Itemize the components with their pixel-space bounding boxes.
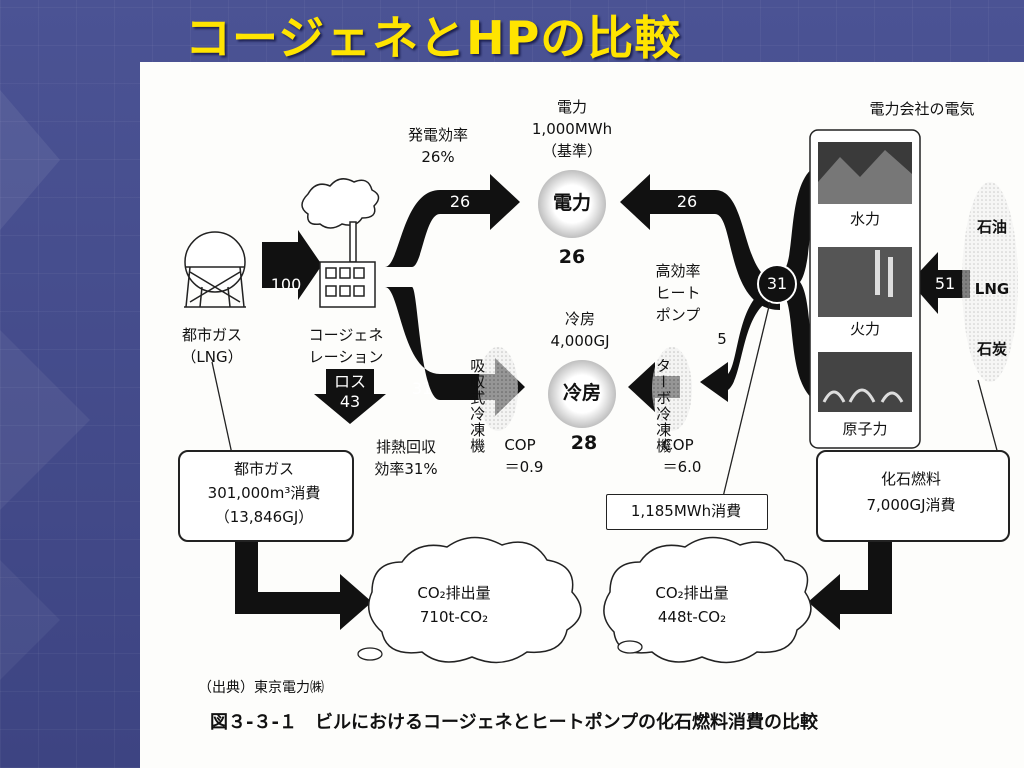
- cogeneration-plant-icon: [301, 178, 380, 308]
- hub-label: 31: [766, 274, 788, 293]
- heat-recovery-2: 効率31%: [374, 460, 438, 478]
- callout-fossil: [977, 379, 999, 455]
- arrow-cogen-cooling-label: 31: [411, 379, 433, 398]
- mwh-consumption-text: 1,185MWh消費: [630, 502, 742, 520]
- hp-label-3: ポンプ: [655, 306, 701, 324]
- hp-label-2: ヒート: [655, 284, 701, 302]
- arrow-fossil-in: [910, 252, 970, 314]
- city-gas-label: 都市ガス: [181, 326, 243, 344]
- thermal-label: 火力: [849, 320, 881, 338]
- cop-left-label: COP: [504, 436, 536, 454]
- electricity-center: 電力: [552, 192, 592, 214]
- city-gas-sub: （LNG）: [181, 348, 243, 366]
- co2-left-line-2: 710t-CO₂: [419, 608, 489, 626]
- power-node: [538, 170, 606, 238]
- gas-tank-icon: [184, 231, 246, 308]
- fossil-node: [962, 182, 1018, 382]
- arrow-gas-in-label: 100: [270, 275, 302, 294]
- cop-right-label: COP: [662, 436, 694, 454]
- nuclear-label: 原子力: [842, 420, 888, 438]
- turbo-node: [652, 347, 692, 431]
- cooling-amount: 4,000GJ: [550, 332, 610, 350]
- cooling-label: 冷房: [564, 310, 596, 328]
- co2-cloud-right: [603, 536, 812, 664]
- electricity-value: 26: [558, 246, 586, 268]
- co2-cloud-left: [367, 536, 582, 664]
- loss-label: ロス: [333, 372, 367, 391]
- nuclear-photo: [818, 352, 912, 412]
- cooling-center: 冷房: [562, 382, 602, 404]
- cogen-label-1: コージェネ: [308, 326, 384, 344]
- arrow-gas-in: [262, 230, 322, 300]
- flow-gas-to-co2: [235, 532, 372, 630]
- cooling-node: [548, 360, 616, 428]
- hp-label-1: 高効率: [655, 262, 701, 280]
- cooling-value: 28: [570, 432, 598, 454]
- slide-title: コージェネとHPの比較: [185, 11, 682, 65]
- electricity-basis: （基準）: [541, 142, 603, 160]
- flow-fossil-to-co2: [808, 527, 892, 630]
- electricity-amount: 1,000MWh: [531, 120, 613, 138]
- absorption-node: [478, 347, 518, 431]
- lng-label: LNG: [974, 280, 1010, 298]
- utility-title: 電力会社の電気: [869, 100, 975, 118]
- arrow-utility-power-label: 26: [676, 192, 698, 211]
- utility-hub: [757, 264, 797, 304]
- oil-label: 石油: [976, 218, 1008, 236]
- city-gas-consumption-box: [178, 450, 354, 542]
- co2-right-line-1: CO₂排出量: [655, 584, 729, 602]
- gas-box-line-2: 301,000m³消費: [207, 484, 321, 502]
- fossil-box-line-1: 化石燃料: [880, 470, 942, 488]
- cop-right-value: ＝6.0: [662, 458, 702, 476]
- flow-utility-to-power: [620, 174, 780, 310]
- arrow-loss: [314, 369, 386, 424]
- chevron-decoration: [0, 90, 90, 680]
- gen-efficiency-value: 26%: [421, 148, 455, 166]
- cop-left-value: ＝0.9: [504, 458, 544, 476]
- electricity-label: 電力: [556, 98, 588, 116]
- loss-value: 43: [339, 392, 361, 411]
- co2-left-line-1: CO₂排出量: [417, 584, 491, 602]
- source-note: （出典）東京電力㈱: [198, 680, 324, 696]
- heat-recovery-1: 排熱回収: [375, 438, 437, 456]
- absorption-chiller-label: 吸収式冷凍機: [468, 358, 487, 454]
- callout-gas: [211, 361, 233, 455]
- hp-value: 5: [717, 330, 727, 348]
- arrow-fossil-in-label: 51: [934, 274, 956, 293]
- diagram-panel: 電力 1,000MWh （基準） 電力 26 発電効率 26% 26 26 10…: [140, 62, 1024, 768]
- thermal-photo: [818, 247, 912, 317]
- flow-diagram: [184, 129, 1018, 664]
- gas-box-line-1: 都市ガス: [233, 460, 295, 478]
- fossil-box-line-2: 7,000GJ消費: [866, 496, 956, 514]
- flow-hp-to-cooling: [700, 284, 780, 402]
- hydro-label: 水力: [849, 210, 881, 228]
- mwh-consumption-box: [606, 494, 768, 530]
- fossil-consumption-box: [816, 450, 1010, 542]
- coal-label: 石炭: [976, 340, 1008, 358]
- turbo-chiller-label: ターボ冷凍機: [654, 358, 673, 454]
- arrow-cogen-power-label: 26: [449, 192, 471, 211]
- flow-cogen-to-power: [385, 174, 520, 267]
- cogen-label-2: レーション: [308, 348, 384, 366]
- gen-efficiency-label: 発電効率: [407, 126, 469, 144]
- figure-caption: 図３-３-１ ビルにおけるコージェネとヒートポンプの化石燃料消費の比較: [210, 712, 819, 733]
- co2-right-line-2: 448t-CO₂: [657, 608, 727, 626]
- gas-box-line-3: （13,846GJ）: [214, 508, 314, 526]
- callout-mwh: [722, 301, 771, 498]
